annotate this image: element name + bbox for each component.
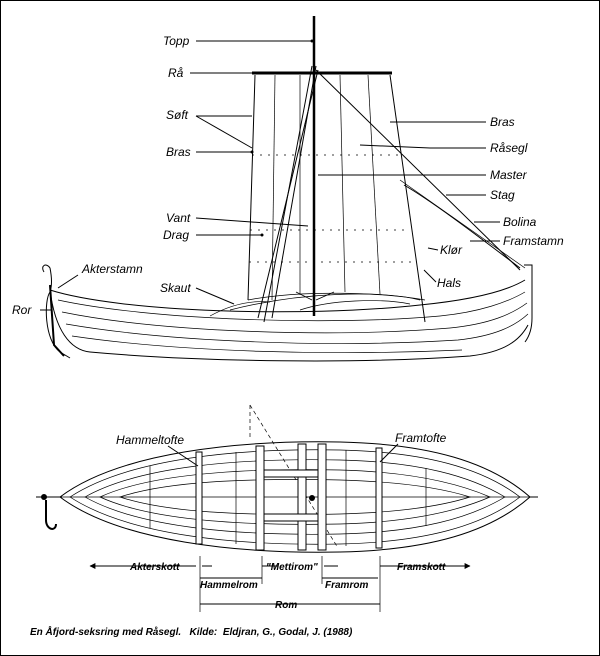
label-bras-right: Bras [490,115,515,129]
hull-plan [36,441,538,553]
label-framtofte: Framtofte [395,431,447,445]
label-hammeltofte: Hammeltofte [116,433,184,447]
label-mettirom: "Mettirom" [266,562,318,573]
label-rom: Rom [275,600,297,611]
side-view: Topp Rå Søft Bras Vant Drag Akterstamn S… [12,16,564,362]
label-framstamn: Framstamn [503,234,564,248]
figure-caption: En Åfjord-seksring med Råsegl. Kilde: El… [30,625,353,638]
label-klor: Klør [440,243,463,257]
thwarts [149,443,427,551]
label-framrom: Framrom [325,580,368,591]
plan-view: Hammeltofte Framtofte Akterskott Framsko… [36,404,538,612]
label-hammelrom: Hammelrom [200,580,258,591]
label-ror: Ror [12,303,32,317]
label-vant: Vant [166,211,191,225]
leader-lines-right [318,121,500,283]
rigging [257,65,526,323]
label-skaut: Skaut [160,281,191,295]
hull-side [42,264,533,362]
label-stag: Stag [490,188,515,202]
label-bolina: Bolina [503,215,537,229]
label-akterstamn: Akterstamn [81,262,143,276]
label-bras-left: Bras [166,145,191,159]
label-drag: Drag [163,228,189,242]
square-sail [247,74,426,323]
label-ra: Rå [168,66,184,80]
label-master: Master [490,168,528,182]
dimension-lines [89,556,471,612]
label-akterskott: Akterskott [129,562,180,573]
label-framskott: Framskott [397,562,446,573]
label-hals: Hals [437,276,461,290]
leader-lines-left [40,39,314,311]
label-rasegl: Råsegl [490,141,528,155]
label-soft: Søft [166,108,189,122]
label-topp: Topp [163,34,190,48]
